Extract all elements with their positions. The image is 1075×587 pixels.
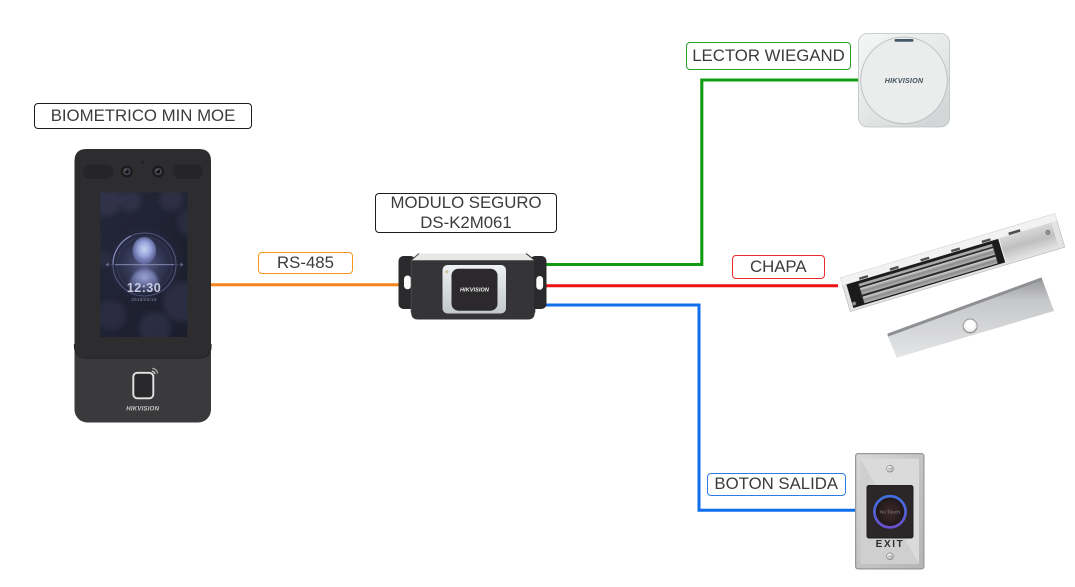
svg-text:HIKVISION: HIKVISION [460,287,490,293]
svg-text:EXIT: EXIT [876,539,905,550]
svg-text:2018/02/19: 2018/02/19 [131,297,157,302]
svg-text:HIKVISION: HIKVISION [885,76,924,85]
svg-text:No Touch: No Touch [880,510,900,515]
svg-text:HIKVISION: HIKVISION [126,406,159,412]
svg-text:12:30: 12:30 [127,281,161,295]
